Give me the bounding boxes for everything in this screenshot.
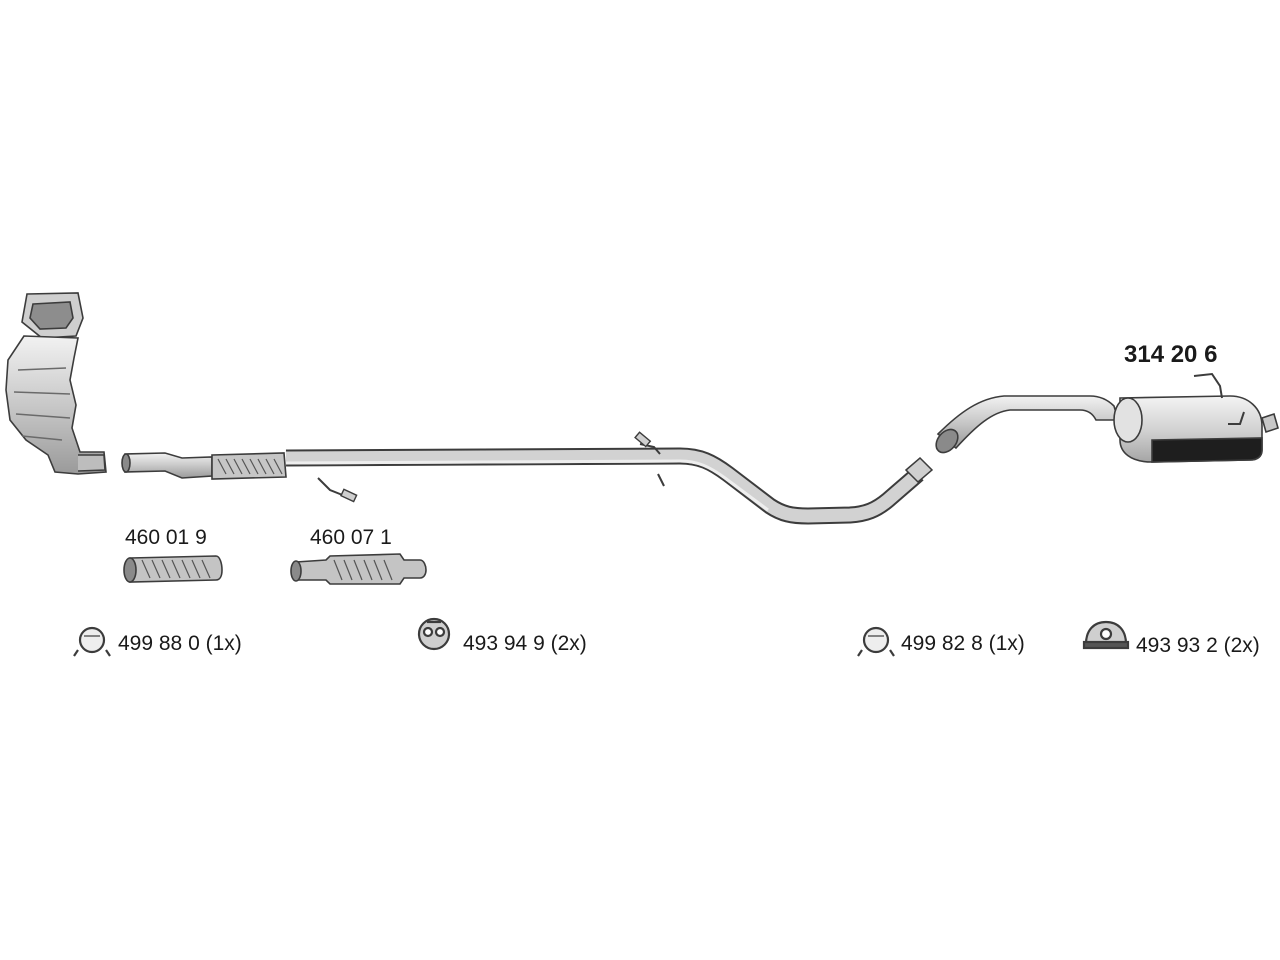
catalytic-converter [5,292,107,475]
front-pipe [121,452,287,480]
main-part-number: 314 20 6 [1124,341,1218,368]
accessory-label-3: 499 82 8 (1x) [901,632,1025,655]
accessory-label-1: 499 88 0 (1x) [118,632,242,655]
clamp-ring-icon [73,626,111,657]
accessory-label-4: 493 93 2 (2x) [1136,634,1260,657]
rubber-hanger-icon [417,617,451,651]
flex-pipe-number-2: 460 07 1 [310,526,392,549]
accessory-label-2: 493 94 9 (2x) [463,632,587,655]
rear-muffler [935,372,1279,463]
rubber-mount-icon [1082,620,1130,650]
middle-pipe [285,431,934,525]
clamp-ring-icon [857,626,895,657]
flex-pipe-image-2 [290,553,427,585]
flex-pipe-number-1: 460 01 9 [125,526,207,549]
flex-pipe-image-1 [123,555,223,583]
